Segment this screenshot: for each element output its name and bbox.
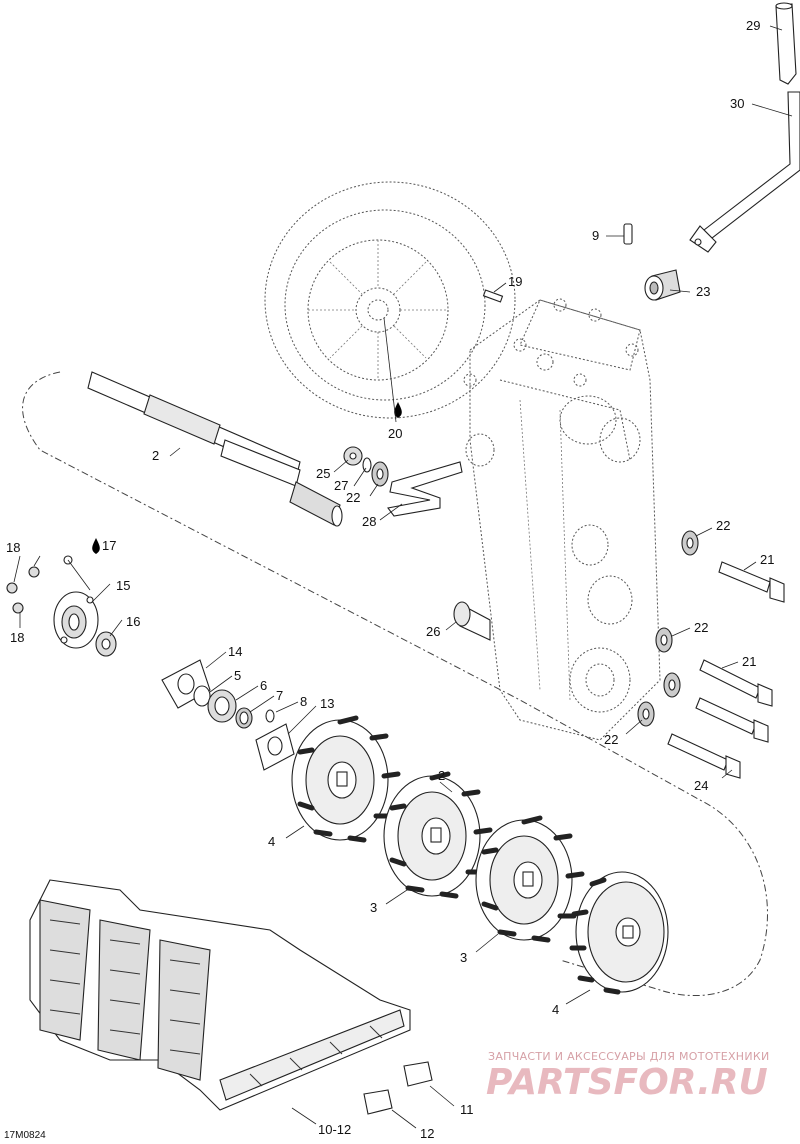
crank-30 <box>689 91 800 253</box>
callout-3a: 3 <box>370 900 377 915</box>
spacer-26 <box>453 601 491 641</box>
callout-18a: 18 <box>6 540 20 555</box>
callout-22b: 22 <box>716 518 730 533</box>
callout-15: 15 <box>116 578 130 593</box>
ring-7 <box>235 707 253 729</box>
nut-18-mid <box>28 566 40 578</box>
callout-2a: 2 <box>152 448 159 463</box>
callout-4a: 4 <box>268 834 275 849</box>
ring-8 <box>265 709 275 723</box>
callout-5: 5 <box>234 668 241 683</box>
sprocket-3-b <box>475 815 585 943</box>
pin-9 <box>623 223 633 245</box>
callout-25: 25 <box>316 466 330 481</box>
fitting-17 <box>63 555 91 591</box>
callout-4b: 4 <box>552 1002 559 1017</box>
callout-13: 13 <box>320 696 334 711</box>
sprocket-3-a <box>383 771 493 899</box>
wheel-4-b <box>569 871 669 995</box>
sprocket-4-a <box>291 715 401 843</box>
callout-22d: 22 <box>604 732 618 747</box>
drive-shaft <box>87 371 343 527</box>
callout-20: 20 <box>388 426 402 441</box>
callout-19: 19 <box>508 274 522 289</box>
plate-13 <box>255 723 295 771</box>
clip-12 <box>363 1089 393 1115</box>
bolt-24 <box>667 733 741 779</box>
callout-28: 28 <box>362 514 376 529</box>
tool-29 <box>775 2 797 85</box>
bearing-22-c <box>655 627 673 653</box>
bolt-21-lower <box>699 659 773 707</box>
callout-2b: 2 <box>438 768 445 783</box>
callout-21b: 21 <box>742 654 756 669</box>
callout-6: 6 <box>260 678 267 693</box>
callout-30: 30 <box>730 96 744 111</box>
diagram-id: 17M0824 <box>4 1130 46 1141</box>
bolt-lower-right <box>695 697 769 743</box>
nut-18-lower <box>12 602 24 614</box>
oil-drop-icon <box>394 402 402 418</box>
callout-3b: 3 <box>460 950 467 965</box>
sensor-16 <box>95 631 117 657</box>
bearing-housing-15 <box>53 591 99 649</box>
callout-23: 23 <box>696 284 710 299</box>
pulley-ghost <box>264 181 516 419</box>
bolt-21-upper <box>718 561 785 603</box>
callout-10-12: 10-12 <box>318 1122 351 1137</box>
chain-belt-outline <box>22 371 768 997</box>
callout-27: 27 <box>334 478 348 493</box>
callout-16: 16 <box>126 614 140 629</box>
callout-22c: 22 <box>694 620 708 635</box>
callout-17: 17 <box>102 538 116 553</box>
watermark-brand: PARTSFOR.RU <box>486 1062 768 1103</box>
nut-25 <box>343 446 363 466</box>
nut-18-upper <box>6 582 18 594</box>
oil-drop-icon <box>92 538 100 554</box>
clip-11 <box>403 1061 433 1087</box>
callout-18b: 18 <box>10 630 24 645</box>
bearing-6 <box>207 689 237 723</box>
bearing-22-d <box>663 672 681 698</box>
callout-8: 8 <box>300 694 307 709</box>
leader-lines <box>13 25 793 1129</box>
bushing-23 <box>644 269 681 301</box>
callout-26: 26 <box>426 624 440 639</box>
callout-9: 9 <box>592 228 599 243</box>
gearbox-ghost <box>463 298 661 741</box>
bearing-22-b <box>681 530 699 556</box>
key-19 <box>482 289 504 303</box>
fork-28 <box>387 461 463 517</box>
seal-5 <box>193 685 211 707</box>
watermark-tagline: ЗАПЧАСТИ И АКСЕССУАРЫ ДЛЯ МОТОТЕХНИКИ <box>488 1050 770 1063</box>
callout-14: 14 <box>228 644 242 659</box>
callout-12: 12 <box>420 1126 434 1141</box>
track-10-12 <box>29 879 411 1111</box>
callout-24: 24 <box>694 778 708 793</box>
callout-22a: 22 <box>346 490 360 505</box>
callout-21a: 21 <box>760 552 774 567</box>
callout-29: 29 <box>746 18 760 33</box>
bearing-22-e <box>637 701 655 727</box>
callout-7: 7 <box>276 688 283 703</box>
bearing-22-a <box>371 461 389 487</box>
washer-27 <box>362 457 372 473</box>
callout-11: 11 <box>460 1102 474 1117</box>
